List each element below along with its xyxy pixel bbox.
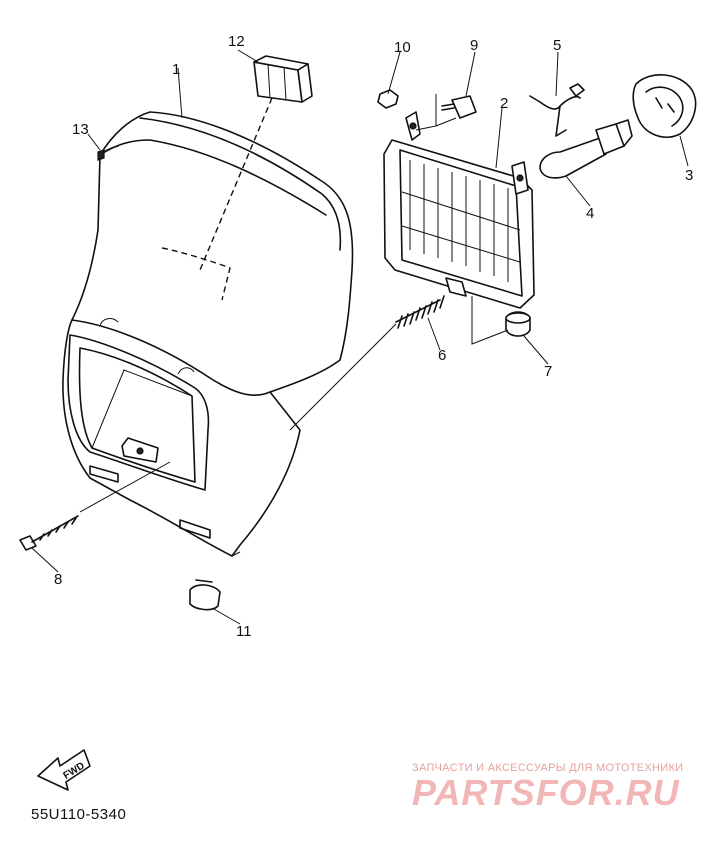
grommet-part-7 xyxy=(505,311,531,337)
callout-10: 10 xyxy=(394,39,411,56)
callout-12: 12 xyxy=(228,33,245,50)
callout-11: 11 xyxy=(236,623,252,640)
callout-8: 8 xyxy=(54,571,62,588)
callout-1: 1 xyxy=(172,61,180,78)
damper-part-11 xyxy=(189,579,221,611)
diagram-part-code: 55U110-5340 xyxy=(31,806,127,823)
clip-part-5 xyxy=(529,83,585,137)
callout-7: 7 xyxy=(544,363,552,380)
watermark-tagline: ЗАПЧАСТИ И АКСЕССУАРЫ ДЛЯ МОТОТЕХНИКИ xyxy=(412,762,684,774)
callout-6: 6 xyxy=(438,347,446,364)
callout-13: 13 xyxy=(72,121,89,138)
screw-part-8 xyxy=(19,515,79,551)
spring-part-6 xyxy=(395,295,445,329)
fwd-arrow-icon: FWD xyxy=(37,749,91,791)
bulb-part-4 xyxy=(539,119,633,179)
nut-part-10 xyxy=(377,89,399,109)
headlight-cowl-part-1 xyxy=(62,97,354,557)
pad-part-12 xyxy=(253,55,313,103)
callout-5: 5 xyxy=(553,37,561,54)
leader-lines xyxy=(31,49,689,625)
bolt-part-9 xyxy=(441,95,477,119)
callout-9: 9 xyxy=(470,37,478,54)
callout-2: 2 xyxy=(500,95,508,112)
headlight-unit-part-2 xyxy=(383,111,535,309)
callout-3: 3 xyxy=(685,167,693,184)
watermark-logo: PARTSFOR.RU xyxy=(412,772,680,813)
socket-cover-part-3 xyxy=(632,74,697,138)
callout-4: 4 xyxy=(586,205,594,222)
